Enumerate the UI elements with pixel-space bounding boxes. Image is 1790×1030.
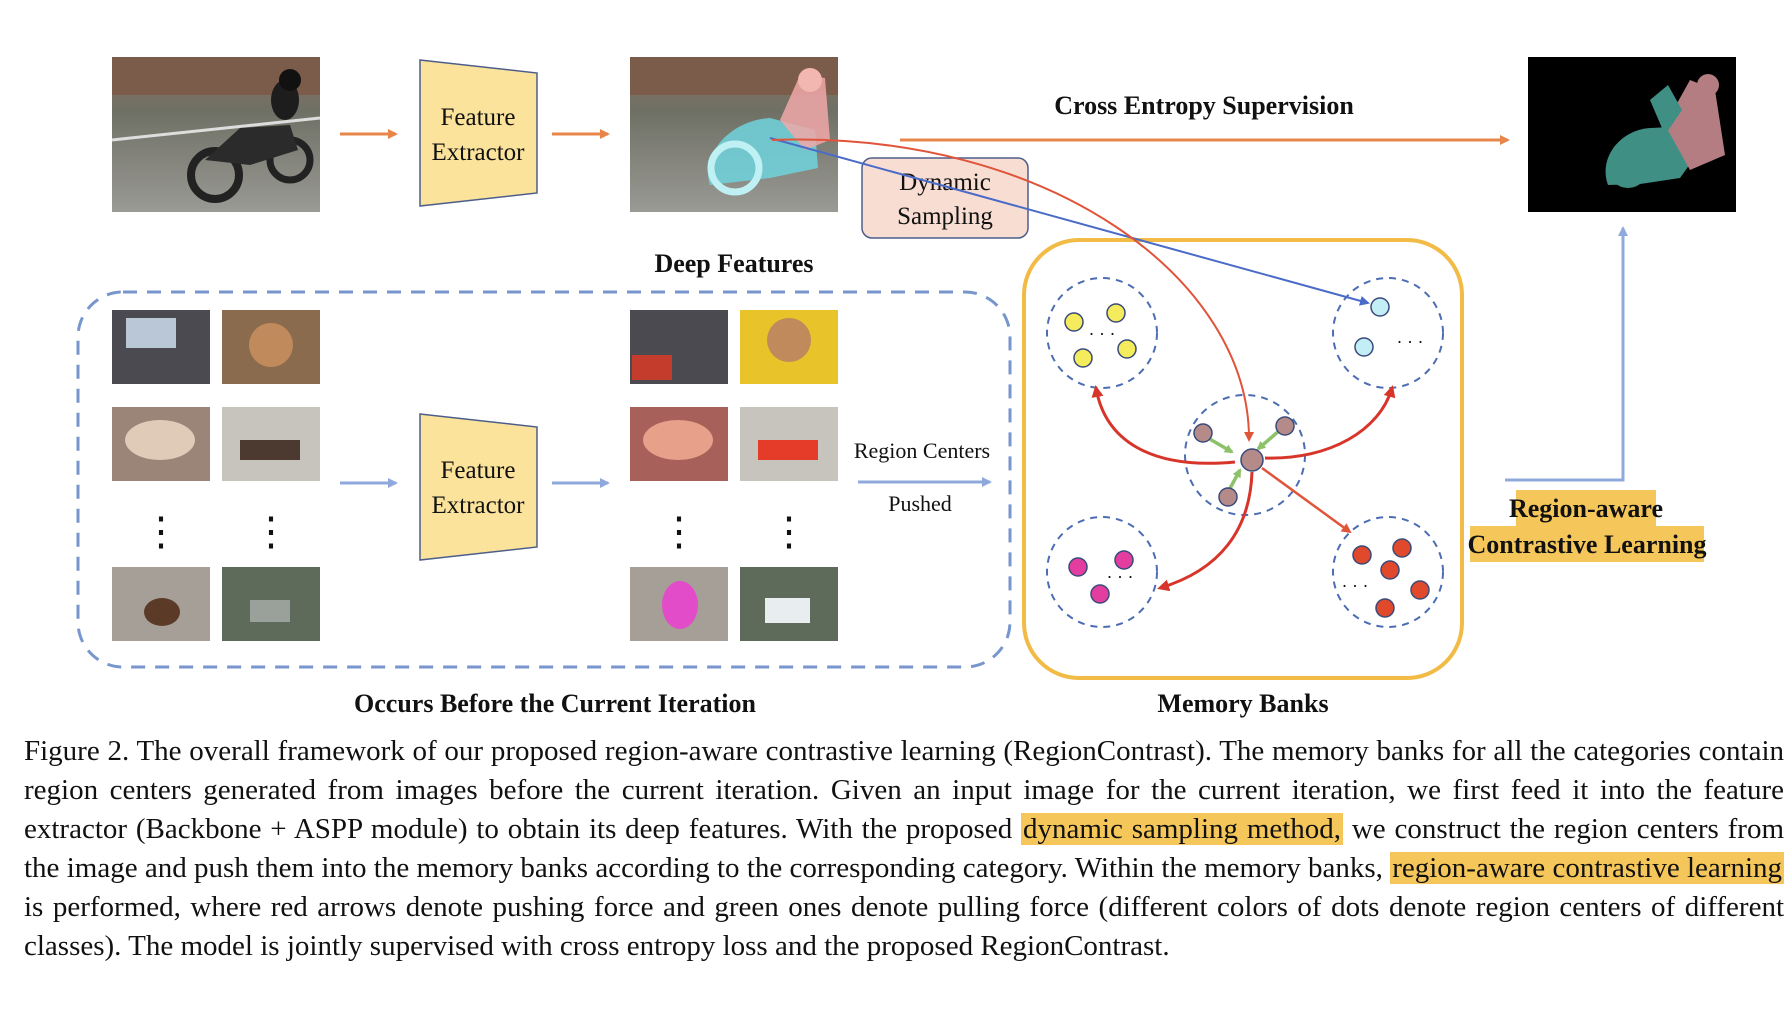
dynamic-sampling-red-arrow <box>771 138 1255 442</box>
bank-magenta: · · · <box>1046 516 1158 628</box>
region-aware-label: Region-aware Contrastive Learning <box>1467 490 1707 562</box>
past-input-images <box>112 310 320 641</box>
occurs-before-label: Occurs Before the Current Iteration <box>354 689 756 718</box>
memory-banks-box <box>1022 238 1464 680</box>
feature-extractor-bottom: Feature Extractor <box>419 413 538 561</box>
vertical-dots-1: ⋮ <box>141 509 181 554</box>
bank-cyan: · · · <box>1332 277 1444 389</box>
caption-part2: we construct the region centers from the… <box>24 813 1785 884</box>
bank-center <box>1184 394 1306 516</box>
vertical-dots-3: ⋮ <box>659 509 699 554</box>
cross-entropy-label: Cross Entropy Supervision <box>1054 91 1354 120</box>
dynamic-sampling-label-1: Dynamic <box>899 169 991 196</box>
dynamic-sampling-blue-arrow <box>769 137 1370 306</box>
deep-features-image <box>630 57 838 212</box>
vertical-dots-4: ⋮ <box>769 509 809 554</box>
caption-part1: Figure 2. The overall framework of our p… <box>24 735 1784 845</box>
caption-highlight-region-aware: region-aware contrastive learning <box>1390 852 1784 884</box>
deep-features-label: Deep Features <box>654 249 813 278</box>
bank-magenta-ellipsis: · · · <box>1107 567 1134 587</box>
bank-red: · · · <box>1332 516 1444 628</box>
arrow-region-aware-to-mask <box>1505 226 1628 482</box>
figure-caption: Figure 2. The overall framework of our p… <box>24 732 1784 966</box>
past-iterations-box <box>76 290 1012 669</box>
feature-extractor-bottom-label-1: Feature <box>441 457 516 484</box>
feature-extractor-bottom-label-2: Extractor <box>431 492 525 519</box>
dynamic-sampling-box: Dynamic Sampling <box>861 157 1029 239</box>
past-feature-images <box>630 310 838 641</box>
caption-highlight-dynamic-sampling: dynamic sampling method, <box>1021 813 1344 845</box>
push-arrows <box>1091 385 1396 592</box>
dynamic-sampling-label-2: Sampling <box>897 203 993 230</box>
region-aware-label-1: Region-aware <box>1509 494 1663 523</box>
caption-part3: is performed, where red arrows denote pu… <box>24 891 1784 962</box>
input-image-motorcycle <box>111 57 321 212</box>
bank-cyan-ellipsis: · · · <box>1397 332 1424 352</box>
bank-yellow-ellipsis: · · · <box>1089 324 1116 344</box>
feature-extractor-top-label-1: Feature <box>441 104 516 131</box>
framework-figure: Feature Extractor Cross Entropy Supervis… <box>76 57 1736 718</box>
bank-yellow: · · · <box>1046 277 1158 389</box>
bank-red-ellipsis: · · · <box>1342 576 1369 596</box>
region-aware-label-2: Contrastive Learning <box>1467 530 1706 559</box>
region-centers-label: Region Centers <box>854 438 990 463</box>
pushed-label: Pushed <box>888 491 952 516</box>
ground-truth-mask <box>1528 57 1736 212</box>
feature-extractor-top-label-2: Extractor <box>431 139 525 166</box>
vertical-dots-2: ⋮ <box>251 509 291 554</box>
memory-banks-label: Memory Banks <box>1157 689 1328 718</box>
feature-extractor-top: Feature Extractor <box>419 59 538 207</box>
